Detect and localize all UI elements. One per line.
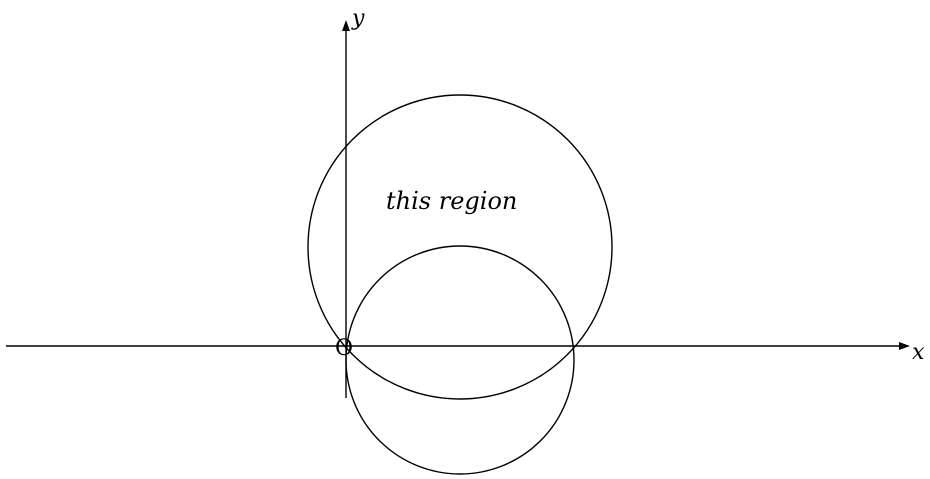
origin-label: O [335,336,353,361]
small-circle [345,245,575,475]
y-axis-arrowhead [342,20,350,31]
x-axis-label: x [912,340,925,365]
region-label: this region [386,187,517,215]
y-axis-label: y [351,6,365,31]
large-circle [307,94,613,400]
x-axis-arrowhead [899,342,910,350]
